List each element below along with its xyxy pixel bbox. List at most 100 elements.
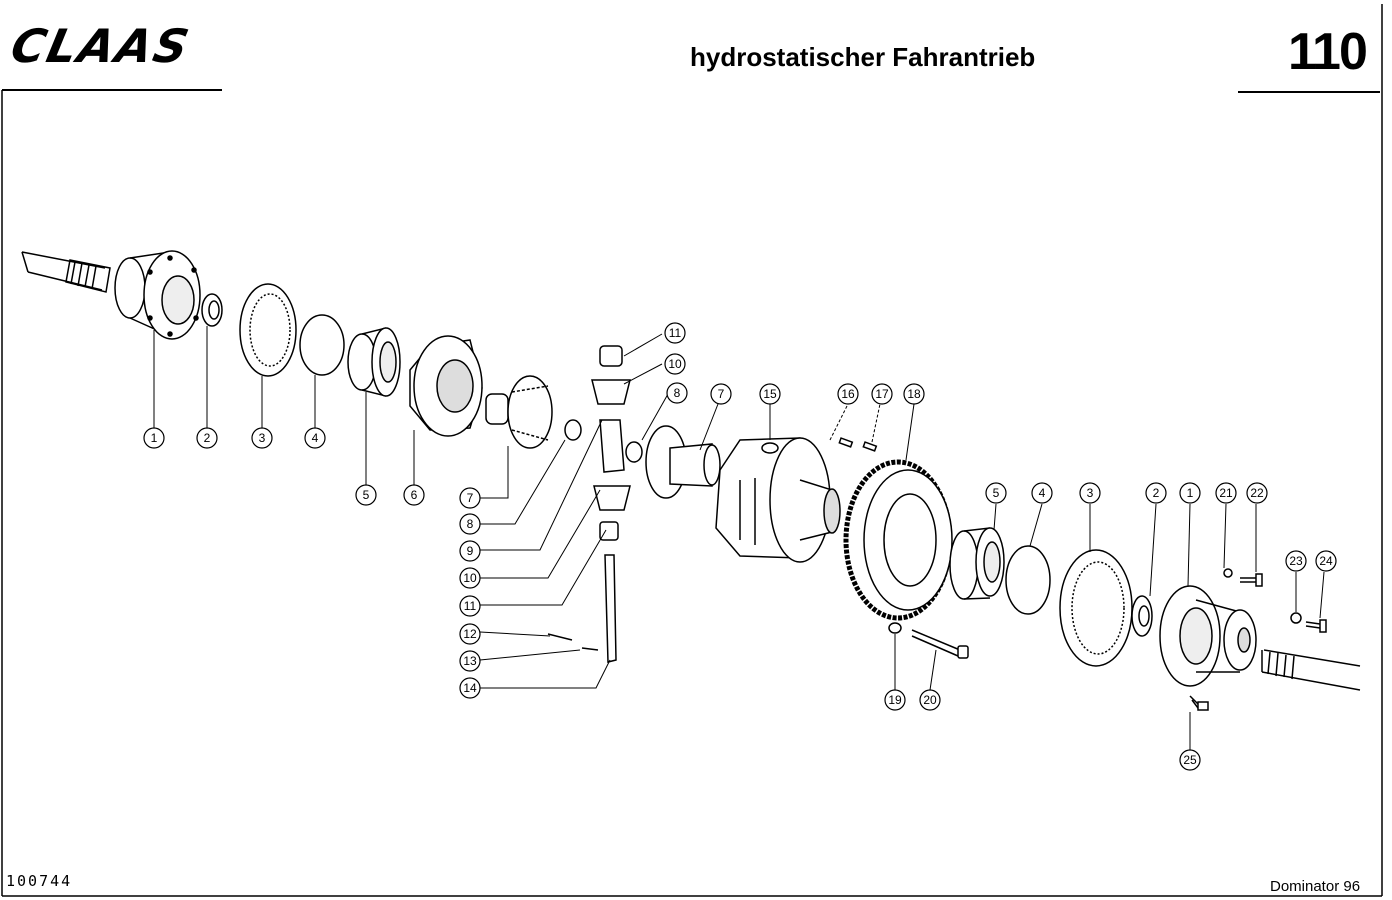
- left-gasket: [239, 283, 297, 377]
- callout-c12: 12: [459, 623, 481, 645]
- callout-number: 14: [463, 681, 477, 695]
- right-o-ring: [1005, 545, 1051, 615]
- callout-c23: 23: [1285, 550, 1307, 572]
- callout-c1a: 1: [143, 427, 165, 449]
- callout-number: 16: [841, 387, 855, 401]
- callout-number: 18: [907, 387, 921, 401]
- ring-gear: [843, 459, 953, 621]
- callout-number: 8: [467, 517, 474, 531]
- callout-number: 20: [923, 693, 937, 707]
- callout-circle: [459, 513, 481, 535]
- callout-number: 9: [467, 544, 474, 558]
- left-shaft-seal: [201, 293, 223, 327]
- right-roller-bearing: [949, 527, 1005, 600]
- callout-number: 7: [718, 387, 725, 401]
- callout-circle: [196, 427, 218, 449]
- callout-circle: [459, 677, 481, 699]
- callout-circle: [666, 382, 688, 404]
- callout-number: 10: [668, 357, 682, 371]
- callout-number: 10: [463, 571, 477, 585]
- callout-c19: 19: [884, 689, 906, 711]
- left-circlip: [564, 419, 582, 441]
- callout-number: 11: [464, 599, 477, 613]
- callout-circle: [903, 383, 925, 405]
- callout-number: 2: [204, 431, 211, 445]
- callout-c16: 16: [837, 383, 859, 405]
- callout-c25: 25: [1179, 749, 1201, 771]
- frame-lines: [1, 4, 1383, 897]
- callout-number: 1: [151, 431, 158, 445]
- callout-c3b: 3: [1079, 482, 1101, 504]
- callout-number: 6: [411, 488, 418, 502]
- callout-c15: 15: [759, 383, 781, 405]
- callout-circle: [1315, 550, 1337, 572]
- callout-c7b: 7: [710, 383, 732, 405]
- callout-number: 5: [993, 486, 1000, 500]
- callout-number: 25: [1183, 753, 1197, 767]
- pinion-stack: [547, 345, 631, 663]
- callout-circle: [1179, 482, 1201, 504]
- callout-number: 17: [875, 387, 889, 401]
- right-shaft-seal: [1131, 595, 1153, 637]
- callout-number: 3: [259, 431, 266, 445]
- callout-number: 11: [669, 326, 682, 340]
- left-flange-housing: [114, 250, 201, 340]
- callout-circle: [1285, 550, 1307, 572]
- callout-c2b: 2: [1145, 482, 1167, 504]
- callout-circle: [459, 540, 481, 562]
- callout-circle: [919, 689, 941, 711]
- callout-number: 7: [467, 491, 474, 505]
- document-number: 100744: [6, 872, 73, 890]
- right-flange-housing: [1159, 585, 1257, 687]
- callout-circle: [459, 567, 481, 589]
- callout-circle: [143, 427, 165, 449]
- right-bevel-gear: [645, 425, 721, 499]
- ring-gear-bolt: [888, 622, 969, 659]
- callout-circle: [403, 484, 425, 506]
- callout-c11b: 11: [664, 322, 686, 344]
- callout-c10b: 10: [664, 353, 686, 375]
- callout-number: 4: [312, 431, 319, 445]
- callout-c1b: 1: [1179, 482, 1201, 504]
- callout-c5b: 5: [985, 482, 1007, 504]
- callout-circle: [459, 650, 481, 672]
- callout-c3a: 3: [251, 427, 273, 449]
- callout-circle: [1179, 749, 1201, 771]
- callout-c24: 24: [1315, 550, 1337, 572]
- callout-circle: [304, 427, 326, 449]
- callout-circle: [1145, 482, 1167, 504]
- callout-circle: [664, 353, 686, 375]
- callout-c20: 20: [919, 689, 941, 711]
- callout-circle: [1031, 482, 1053, 504]
- callout-c10a: 10: [459, 567, 481, 589]
- callout-number: 24: [1319, 554, 1333, 568]
- claas-logo: CLAAS: [6, 19, 230, 73]
- differential-housing: [715, 437, 841, 563]
- callout-c21: 21: [1215, 482, 1237, 504]
- callout-circle: [759, 383, 781, 405]
- callout-circle: [1079, 482, 1101, 504]
- callout-number: 8: [674, 386, 681, 400]
- callout-c18: 18: [903, 383, 925, 405]
- callout-circle: [710, 383, 732, 405]
- brand-wordmark: CLAAS: [6, 19, 196, 73]
- callout-number: 19: [888, 693, 902, 707]
- callout-c2a: 2: [196, 427, 218, 449]
- callout-circle: [664, 322, 686, 344]
- callout-circle: [837, 383, 859, 405]
- callout-c13: 13: [459, 650, 481, 672]
- callout-c11a: 11: [459, 595, 481, 617]
- flange-hardware: [1189, 568, 1327, 711]
- callout-c4a: 4: [304, 427, 326, 449]
- dowel-pins: [838, 437, 878, 452]
- callout-circle: [985, 482, 1007, 504]
- callout-number: 23: [1289, 554, 1303, 568]
- right-circlip: [625, 441, 643, 463]
- callout-c7a: 7: [459, 487, 481, 509]
- callout-number: 5: [363, 488, 370, 502]
- left-o-ring: [299, 314, 345, 376]
- callout-c8a: 8: [459, 513, 481, 535]
- callout-number: 1: [1187, 486, 1194, 500]
